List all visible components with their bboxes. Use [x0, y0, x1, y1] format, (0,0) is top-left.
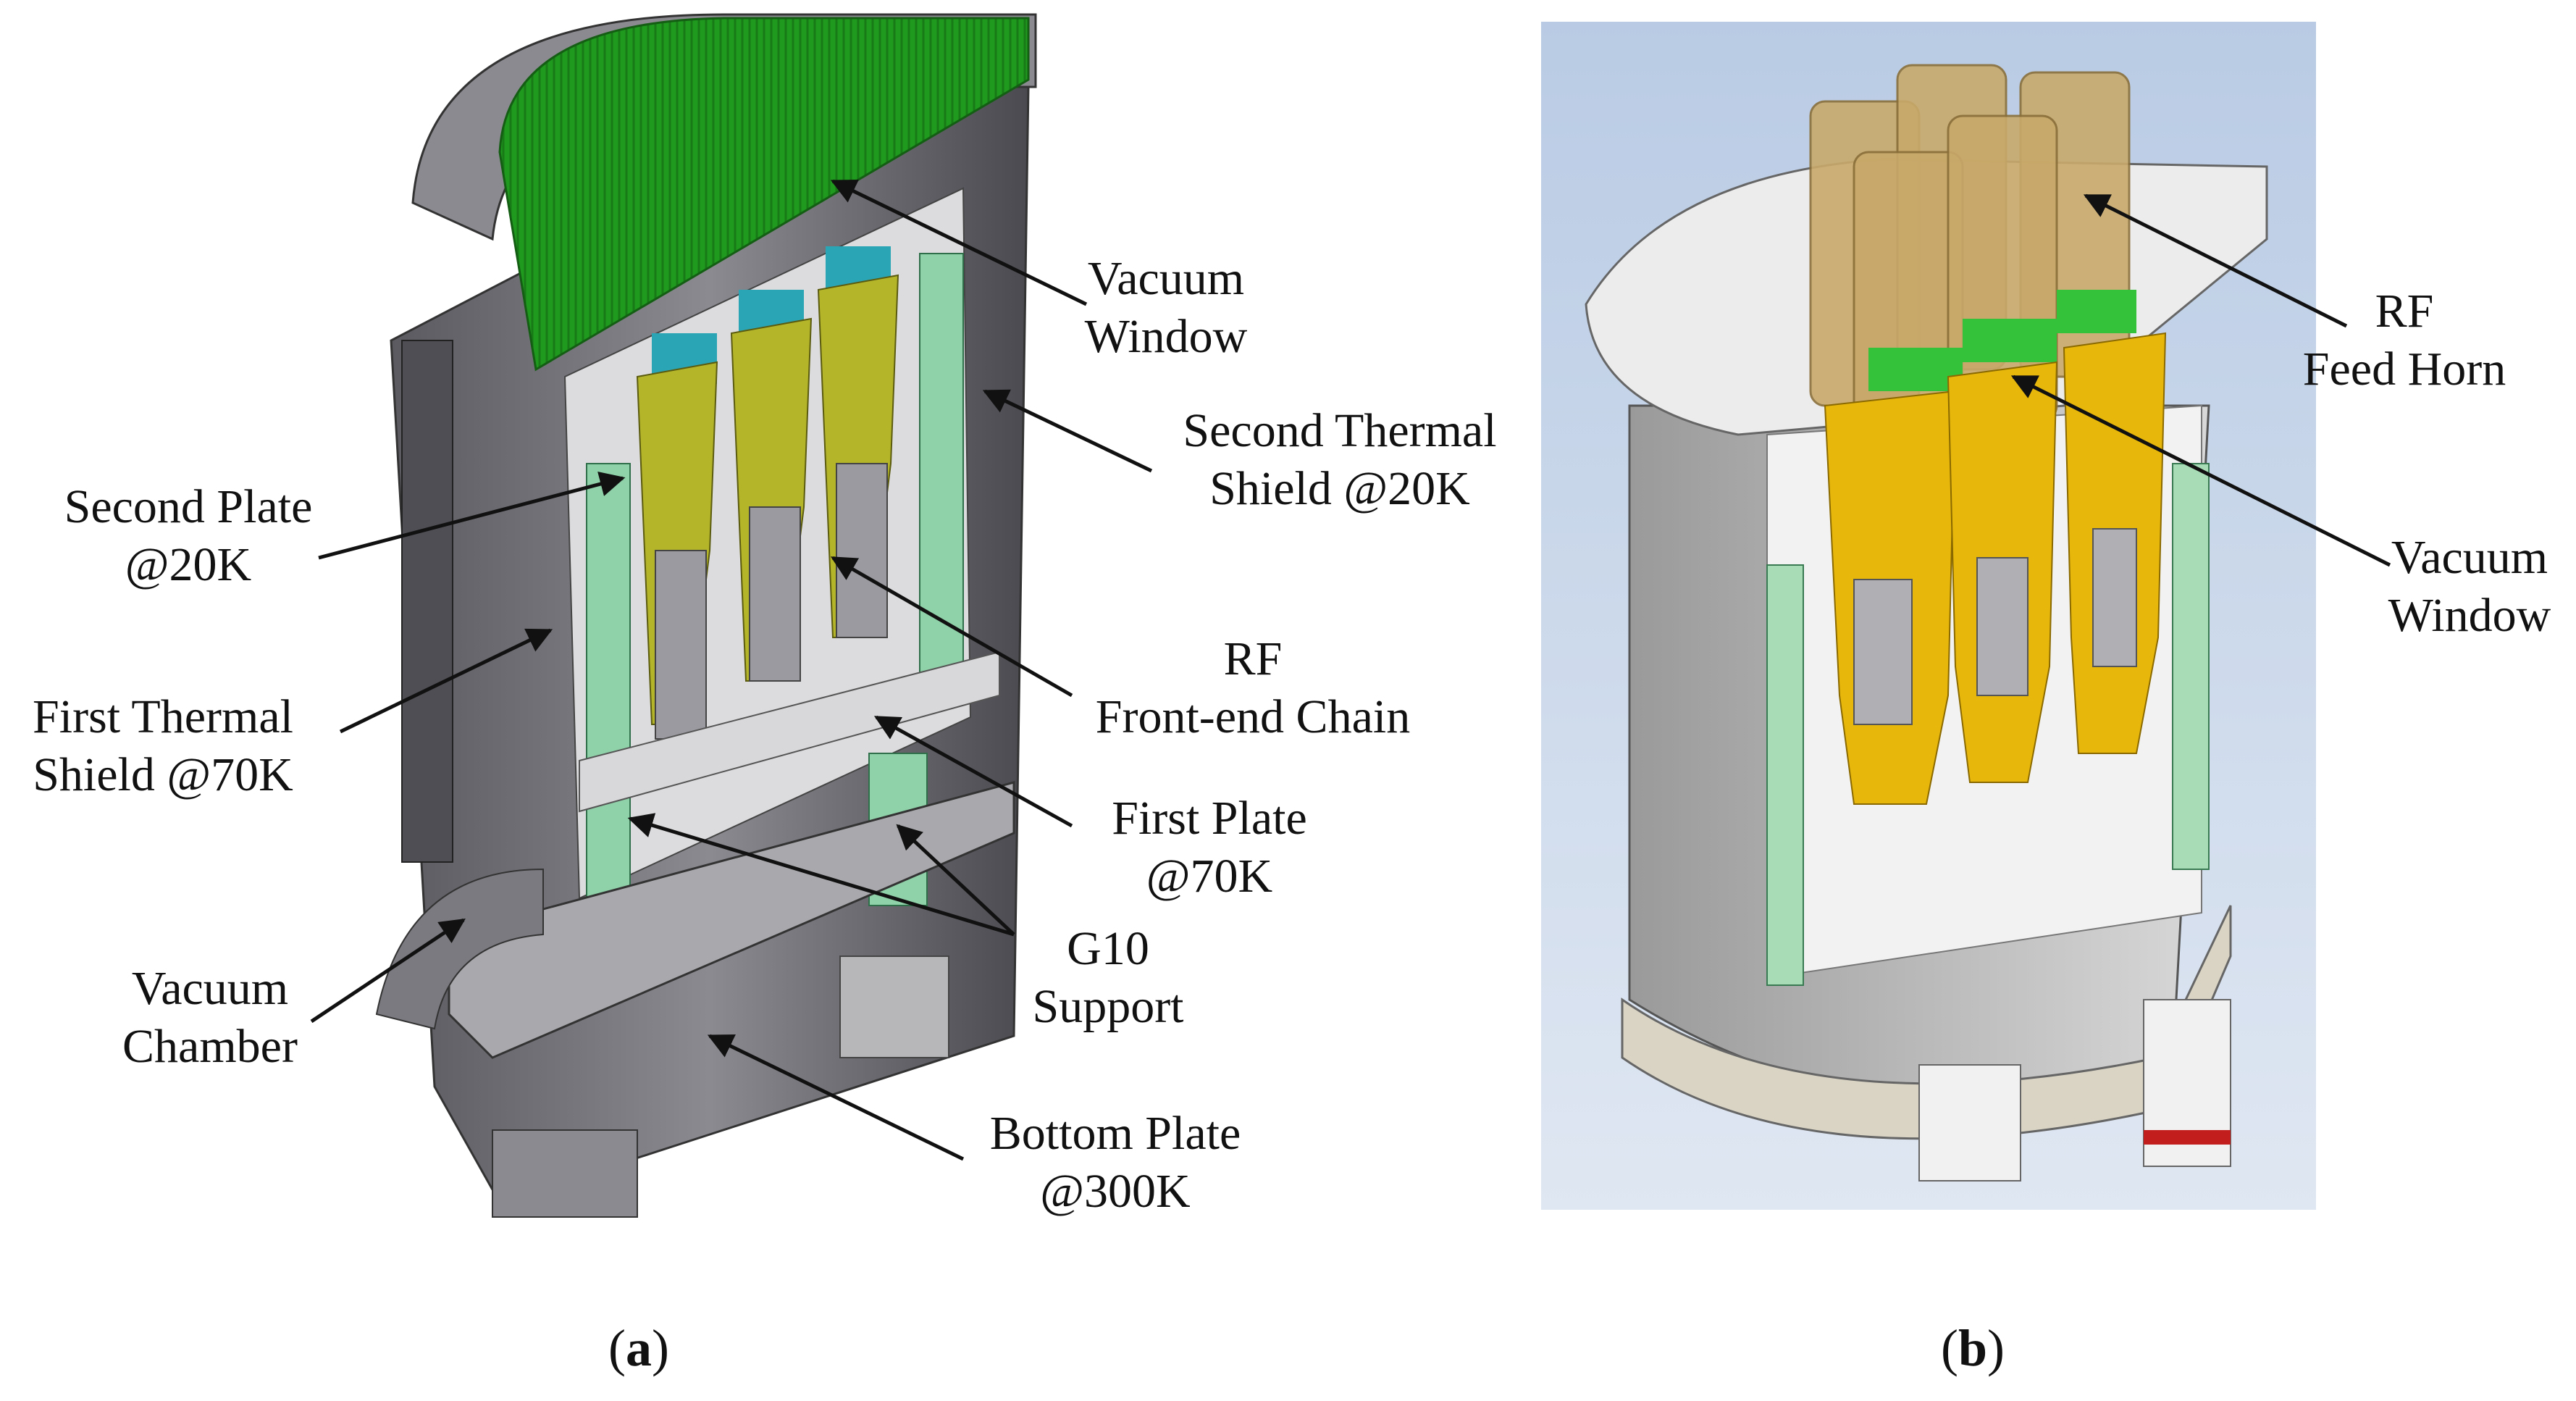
label-rf-front-end-chain: RF Front-end Chain	[1057, 630, 1448, 746]
annotation-arrows	[310, 179, 2391, 1161]
bottom-plate-shape	[448, 781, 1015, 1059]
arrow-rf-feed-horn	[2083, 193, 2348, 328]
bottom-canister-2-band	[2144, 1130, 2231, 1145]
label-line: Shield @20K	[1209, 462, 1470, 515]
panel-b-illustration	[1541, 22, 2316, 1210]
caption-a: (a)	[608, 1319, 669, 1377]
arrow-g10-support-2	[896, 824, 1015, 936]
support-green-2	[2172, 463, 2210, 870]
label-line: Chamber	[122, 1020, 298, 1073]
bottom-flange	[375, 868, 544, 1030]
support-green-1	[1766, 564, 1804, 986]
label-vacuum-window-a: Vacuum Window	[1072, 250, 1260, 366]
arrow-vacuum-window-b	[2010, 375, 2391, 567]
label-vacuum-chamber: Vacuum Chamber	[94, 960, 326, 1076]
first-plate-shape	[579, 651, 1000, 813]
caption-letter-b: b	[1958, 1319, 1988, 1377]
bottom-connector	[492, 1129, 638, 1218]
label-line: RF	[2375, 285, 2434, 338]
cable-bracket	[839, 955, 949, 1058]
label-first-thermal-shield: First Thermal Shield @70K	[0, 688, 326, 804]
chain-internal-3	[2092, 528, 2137, 667]
label-vacuum-window-b: Vacuum Window	[2368, 529, 2571, 645]
label-line: Vacuum	[2391, 531, 2548, 584]
label-first-plate: First Plate @70K	[1057, 790, 1362, 906]
label-line: Second Plate	[64, 480, 313, 533]
label-line: Shield @70K	[33, 748, 293, 801]
arrow-first-thermal-shield	[339, 628, 553, 734]
caption-b: (b)	[1941, 1319, 2005, 1377]
label-line: Feed Horn	[2302, 343, 2506, 396]
label-bottom-plate: Bottom Plate @300K	[949, 1105, 1282, 1221]
label-line: Window	[1084, 310, 1248, 363]
g10-support-left	[586, 463, 631, 899]
chain-internal-1	[1853, 579, 1913, 725]
arrow-second-plate	[318, 472, 626, 560]
caption-letter-a: a	[625, 1319, 652, 1377]
arrow-second-thermal-shield	[982, 389, 1153, 473]
arrow-first-plate	[873, 715, 1073, 828]
label-rf-feed-horn: RF Feed Horn	[2281, 283, 2527, 398]
arrow-bottom-plate	[707, 1034, 965, 1161]
label-line: Bottom Plate	[989, 1107, 1241, 1160]
rf-chain-lower-2	[749, 506, 801, 682]
window-green-2	[1963, 319, 2057, 362]
g10-support-right	[919, 253, 964, 703]
outer-shell-left	[401, 340, 453, 863]
arrow-g10-support-1	[627, 813, 1015, 937]
rf-chain-lower-3	[836, 463, 888, 638]
label-line: First Plate	[1112, 792, 1307, 845]
chain-internal-2	[1976, 557, 2029, 696]
window-green-1	[1868, 348, 1963, 391]
bottom-canister-1	[1918, 1064, 2021, 1182]
arrow-rf-front-end-chain	[830, 556, 1073, 698]
label-line: RF	[1223, 632, 1283, 685]
label-line: @300K	[1040, 1165, 1191, 1218]
label-line: @20K	[125, 538, 252, 591]
label-line: First Thermal	[33, 690, 293, 743]
arrow-vacuum-window-a	[830, 179, 1088, 306]
vacuum-window-shape	[498, 17, 1030, 372]
rf-chain-lower-1	[655, 550, 707, 740]
label-line: @70K	[1146, 850, 1273, 903]
label-g10-support: G10 Support	[1007, 920, 1209, 1036]
label-line: Vacuum	[1087, 252, 1245, 305]
label-line: Front-end Chain	[1095, 690, 1411, 743]
label-second-plate: Second Plate @20K	[43, 478, 333, 594]
label-second-thermal-shield: Second Thermal Shield @20K	[1137, 402, 1543, 518]
label-line: G10	[1067, 922, 1149, 975]
bottom-plate-b	[1621, 905, 2232, 1140]
label-line: Vacuum	[131, 962, 289, 1015]
panel-a-illustration	[375, 13, 1037, 1218]
label-line: Window	[2388, 589, 2551, 642]
arrow-vacuum-chamber	[310, 918, 466, 1024]
label-line: Support	[1032, 980, 1184, 1033]
window-green-3	[2057, 290, 2136, 333]
label-line: Second Thermal	[1183, 404, 1497, 457]
